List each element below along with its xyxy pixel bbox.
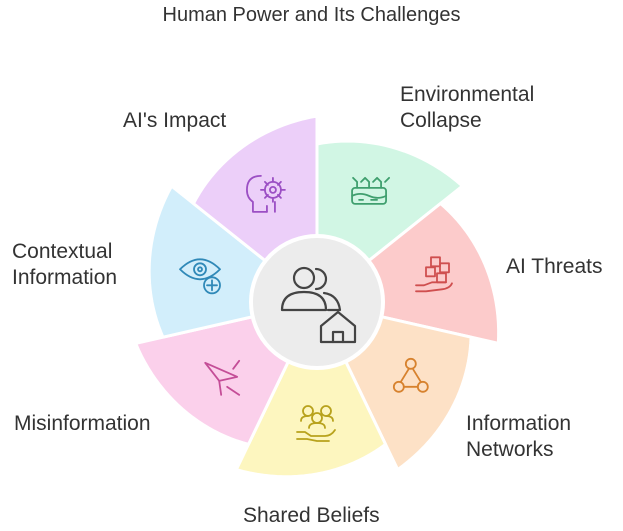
center-circle: [249, 234, 385, 370]
label-shared-beliefs: Shared Beliefs: [243, 504, 380, 527]
label-ai-threats: AI Threats: [506, 255, 603, 278]
head-gear-icon: [246, 174, 286, 213]
network-nodes-icon: [392, 357, 429, 393]
eye-plus-icon: [179, 258, 221, 295]
people-hand-icon: [296, 405, 336, 442]
label-misinformation: Misinformation: [14, 412, 151, 435]
ecosystem-icon: [351, 176, 390, 205]
broken-arrow-icon: [204, 359, 241, 396]
diagram-title: Human Power and Its Challenges: [162, 4, 461, 26]
label-ais-impact: AI's Impact: [123, 109, 227, 132]
robot-hand-blocks-icon: [415, 256, 453, 293]
people-house-icon: [280, 266, 357, 344]
